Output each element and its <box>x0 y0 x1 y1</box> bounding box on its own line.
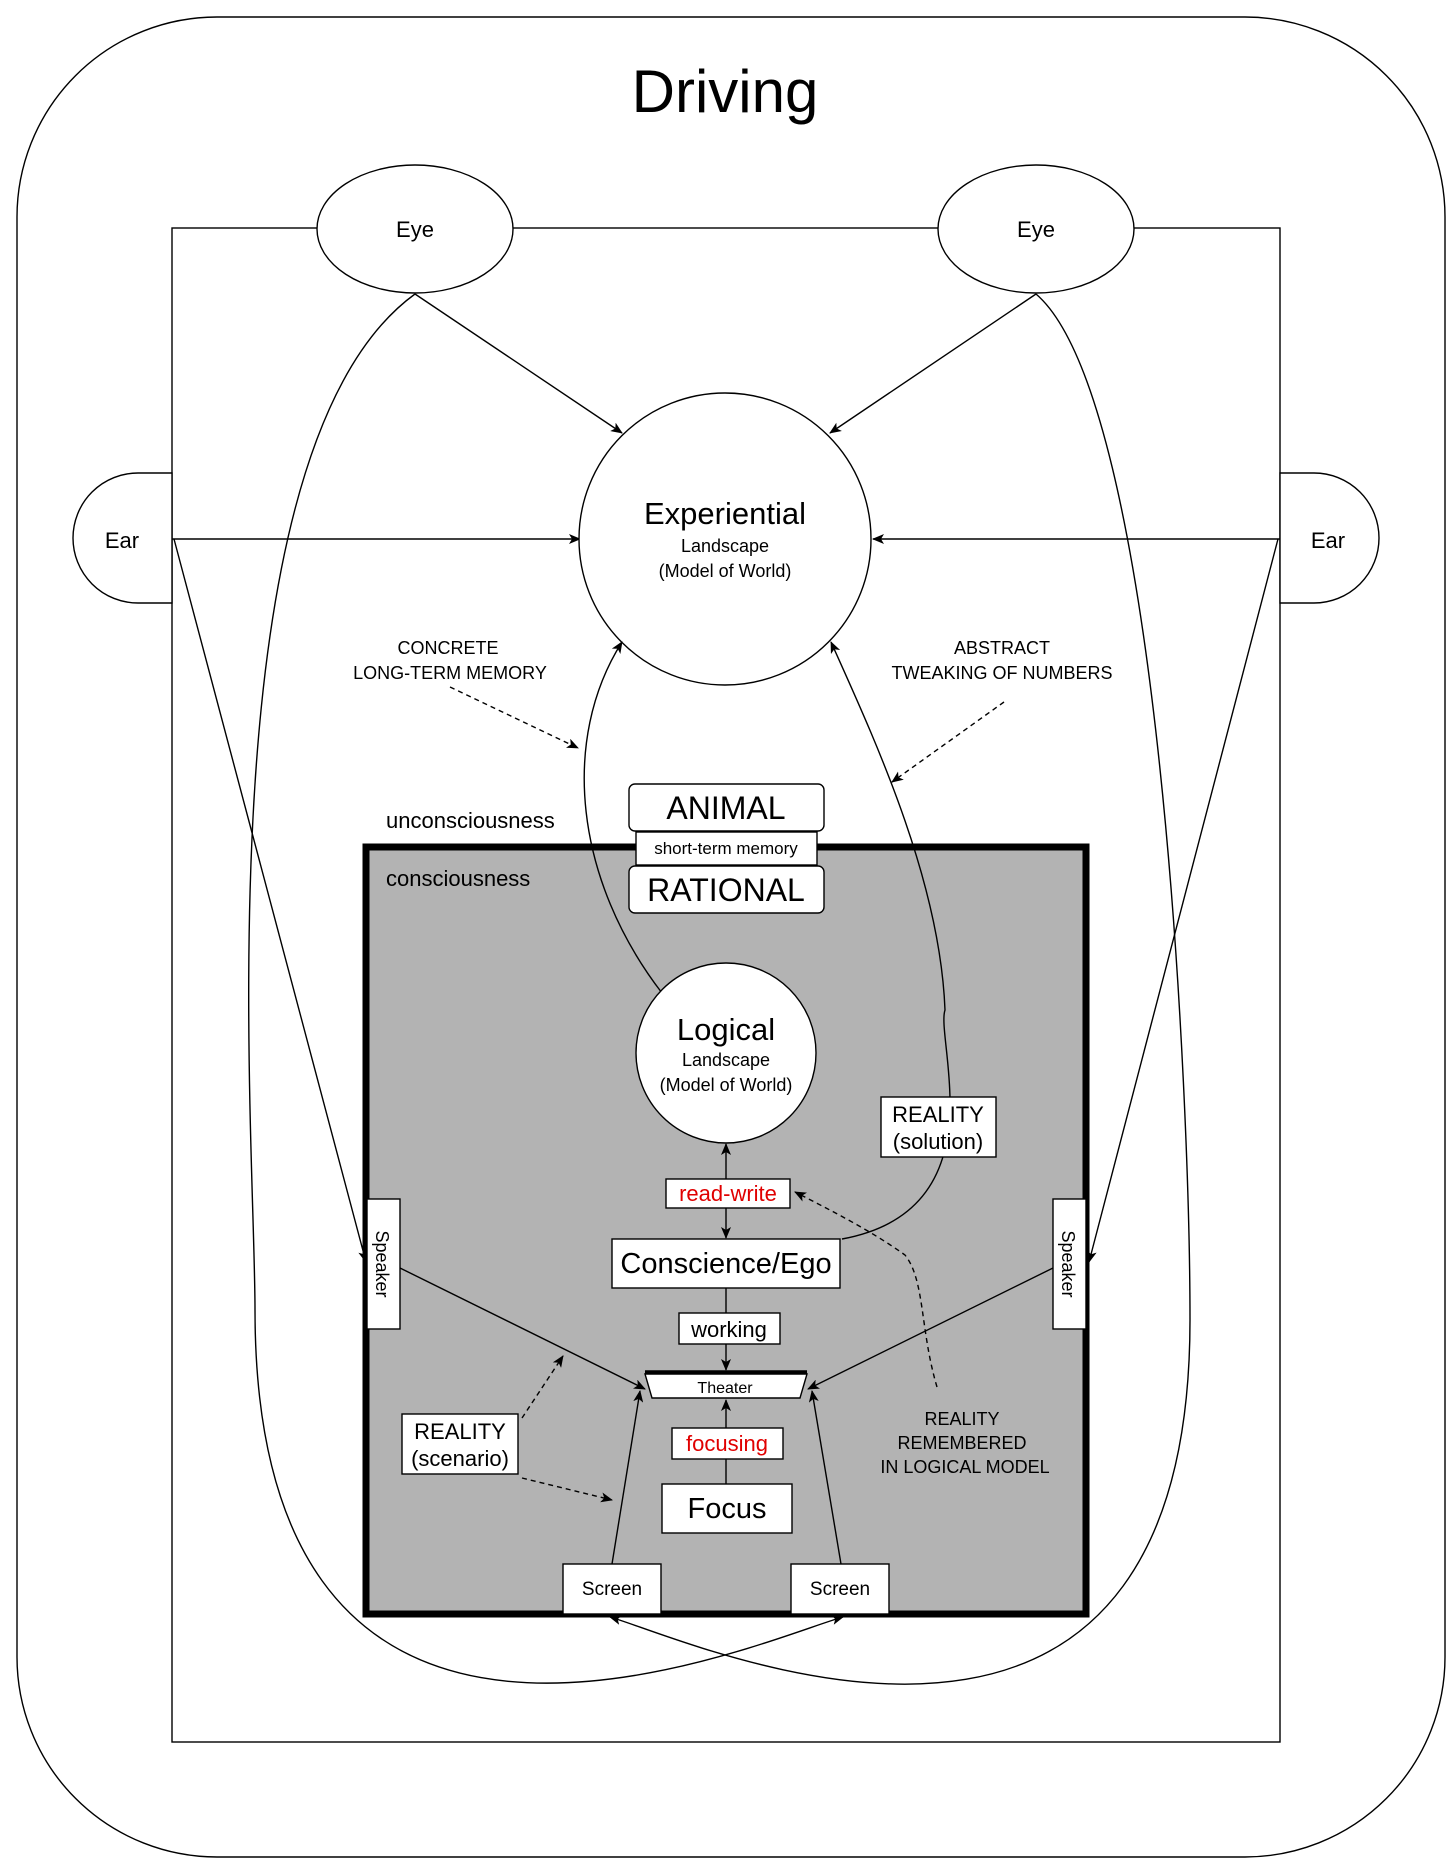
focus-box <box>661 1483 793 1534</box>
conscience-ego-label: Conscience/Ego <box>620 1248 831 1280</box>
animal-label: ANIMAL <box>666 790 785 826</box>
ear-right-to-speaker-arrow <box>1086 538 1279 1263</box>
rational-label: RATIONAL <box>647 872 805 908</box>
logical-line1: Landscape <box>682 1050 770 1070</box>
animal-box <box>628 783 825 832</box>
experiential-line2: (Model of World) <box>659 561 792 581</box>
eye-right-label: Eye <box>1017 217 1055 242</box>
screen-right-label: Screen <box>810 1579 870 1600</box>
focus-label: Focus <box>688 1493 767 1525</box>
concrete-label-line1: CONCRETE <box>397 638 498 658</box>
outer-frame <box>16 16 1446 1858</box>
logical-to-experiential-curve <box>583 641 663 994</box>
eye-left-to-screen-right-curve <box>248 293 844 1684</box>
ear-left-to-speaker-arrow <box>173 538 369 1263</box>
reality-solution-box <box>880 1096 997 1158</box>
speaker-right-label: Speaker <box>1058 1230 1078 1297</box>
screen-right-box <box>790 1563 890 1615</box>
ear-left-shape <box>72 472 173 604</box>
abstract-label-line2: TWEAKING OF NUMBERS <box>891 663 1112 683</box>
working-label: working <box>690 1317 767 1342</box>
conscience-to-experiential-curve <box>830 641 951 1240</box>
eye-left-to-experiential-arrow <box>414 293 623 434</box>
ear-left-label: Ear <box>105 528 139 553</box>
remembered-line3: IN LOGICAL MODEL <box>880 1457 1049 1477</box>
eye-right-shape <box>937 164 1135 294</box>
theater-label: Theater <box>697 1380 753 1397</box>
theater-shape <box>644 1373 808 1399</box>
reality-scenario-line2: (scenario) <box>411 1446 509 1471</box>
short-term-memory-box <box>635 831 818 866</box>
eye-left-shape <box>316 164 514 294</box>
remembered-line2: REMEMBERED <box>897 1433 1026 1453</box>
reality-solution-line1: REALITY <box>892 1102 984 1127</box>
speaker-right-box <box>1052 1198 1087 1330</box>
screen-left-label: Screen <box>582 1579 642 1600</box>
speaker-right-to-theater-arrow <box>807 1267 1054 1390</box>
abstract-label-line1: ABSTRACT <box>954 638 1050 658</box>
working-box <box>678 1312 781 1345</box>
short-term-memory-label: short-term memory <box>654 839 798 858</box>
reality-solution-line2: (solution) <box>893 1129 983 1154</box>
concrete-label-line2: LONG-TERM MEMORY <box>353 663 547 683</box>
remembered-dashed-arrow <box>794 1191 938 1388</box>
speaker-left-label: Speaker <box>372 1230 392 1297</box>
experiential-title: Experiential <box>644 496 806 531</box>
screen-left-to-theater-arrow <box>611 1390 644 1565</box>
remembered-line1: REALITY <box>924 1409 999 1429</box>
logical-title: Logical <box>677 1012 775 1047</box>
ear-right-label: Ear <box>1311 528 1345 553</box>
reality-scenario-box <box>401 1413 519 1475</box>
eye-right-to-screen-left-curve <box>609 293 1191 1685</box>
scenario-to-speaker-dashed-arrow <box>521 1355 564 1419</box>
screen-right-to-theater-arrow <box>808 1390 842 1565</box>
read-write-box <box>665 1178 791 1209</box>
screen-left-box <box>562 1563 662 1615</box>
logical-line2: (Model of World) <box>660 1075 793 1095</box>
read-write-label: read-write <box>679 1181 777 1206</box>
experiential-circle <box>578 392 872 686</box>
conscience-ego-box <box>611 1238 841 1289</box>
rational-box <box>628 865 825 914</box>
scenario-to-screen-dashed-arrow <box>521 1477 613 1503</box>
concrete-dashed-arrow <box>449 686 579 749</box>
speaker-left-box <box>366 1198 401 1330</box>
consciousness-label: consciousness <box>386 866 530 891</box>
abstract-dashed-arrow <box>891 701 1005 783</box>
diagram-title: Driving <box>632 58 819 125</box>
inner-frame <box>171 227 1281 1743</box>
eye-right-to-experiential-arrow <box>829 293 1037 434</box>
experiential-line1: Landscape <box>681 536 769 556</box>
ear-right-shape <box>1279 472 1380 604</box>
focusing-box <box>671 1427 784 1460</box>
eye-left-label: Eye <box>396 217 434 242</box>
speaker-left-to-theater-arrow <box>399 1267 646 1390</box>
reality-scenario-line1: REALITY <box>414 1419 506 1444</box>
unconsciousness-label: unconsciousness <box>386 808 555 833</box>
focusing-label: focusing <box>686 1431 768 1456</box>
